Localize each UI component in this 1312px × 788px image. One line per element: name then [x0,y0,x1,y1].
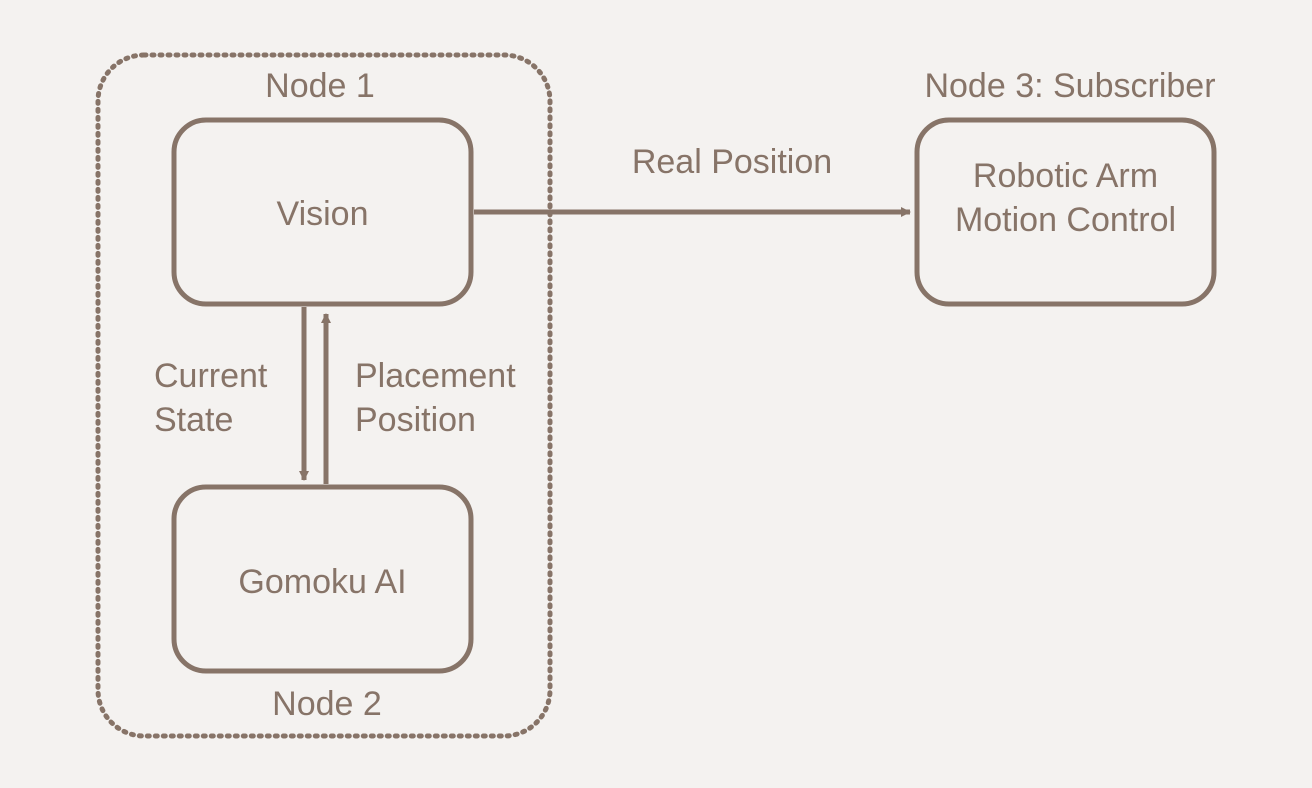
current-state-label-line1: Current [154,357,268,395]
current-state-label-line2: State [154,401,234,439]
placement-position-label-line1: Placement [355,357,516,395]
current-state-label: Current State [154,354,267,442]
real-position-label: Real Position [631,143,833,181]
robotic-arm-box [914,117,1217,307]
placement-position-label: Placement Position [355,354,516,442]
placement-position-label-line2: Position [355,401,476,439]
gomoku-ai-box [171,484,474,674]
node-1-label: Node 1 [265,67,375,105]
gomoku-ai-label: Gomoku AI [238,563,407,601]
robotic-arm-label: Robotic Arm Motion Control [917,154,1214,242]
node-group-boundary [95,52,553,739]
robotic-arm-label-line2: Motion Control [954,201,1177,239]
vision-label: Vision [276,195,369,233]
node-2-label: Node 2 [272,685,382,723]
node-3-subscriber-label: Node 3: Subscriber [924,67,1216,105]
vision-box [171,117,474,307]
robotic-arm-label-line1: Robotic Arm [972,157,1159,195]
